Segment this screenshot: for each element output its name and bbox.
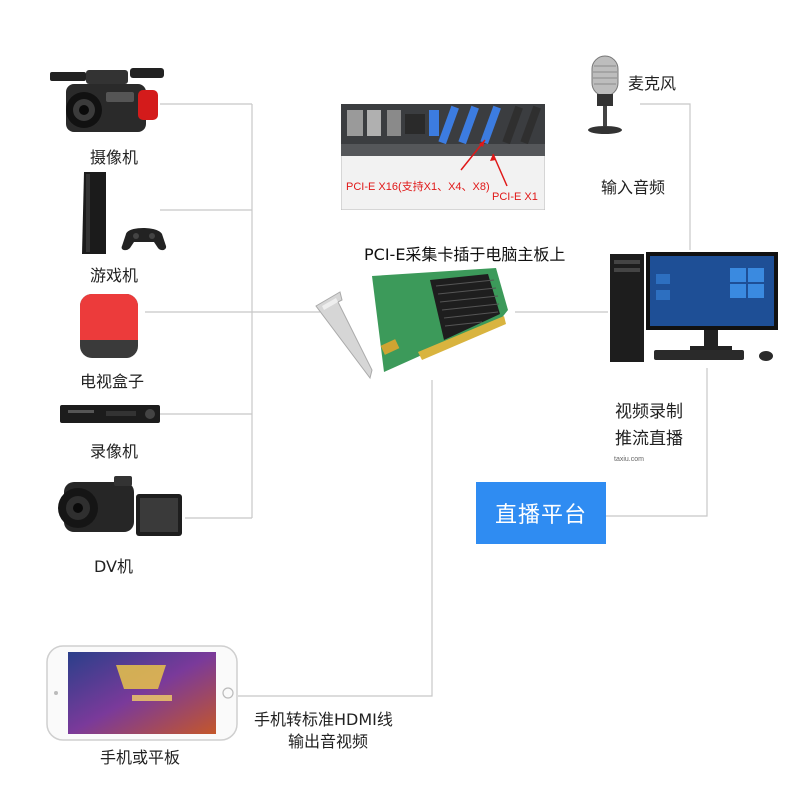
live-platform-badge: 直播平台 xyxy=(476,482,606,544)
capture-card-title: PCI-E采集卡插于电脑主板上 xyxy=(364,241,565,265)
watermark-text: taxiu.com xyxy=(614,456,644,463)
audio-input-caption: 输入音频 xyxy=(601,174,665,198)
phone-image xyxy=(46,645,238,741)
game-console-image xyxy=(76,170,171,255)
hdmi-caption-line1: 手机转标准HDMI线 xyxy=(254,706,393,730)
camcorder-label: 摄像机 xyxy=(90,144,138,168)
tv-box-image xyxy=(80,292,140,362)
capture-card-image xyxy=(312,266,516,380)
dv-camera-label: DV机 xyxy=(94,553,133,577)
game-console-label: 游戏机 xyxy=(90,262,138,286)
phone-label: 手机或平板 xyxy=(100,744,180,768)
dv-camera-image xyxy=(54,472,186,544)
slot-x1-label: PCI-E X1 xyxy=(492,191,538,203)
stream-caption: 推流直播 xyxy=(615,424,683,449)
computer-image xyxy=(610,250,782,368)
tv-box-label: 电视盒子 xyxy=(80,368,144,392)
camcorder-image xyxy=(46,62,166,142)
microphone-image xyxy=(584,54,628,136)
video-record-caption: 视频录制 xyxy=(615,397,683,422)
hdmi-caption-line2: 输出音视频 xyxy=(288,728,368,752)
video-recorder-label: 录像机 xyxy=(90,438,138,462)
video-recorder-image xyxy=(60,403,162,427)
microphone-label: 麦克风 xyxy=(628,70,676,94)
slot-x16-label: PCI-E X16(支持X1、X4、X8) xyxy=(346,178,490,194)
